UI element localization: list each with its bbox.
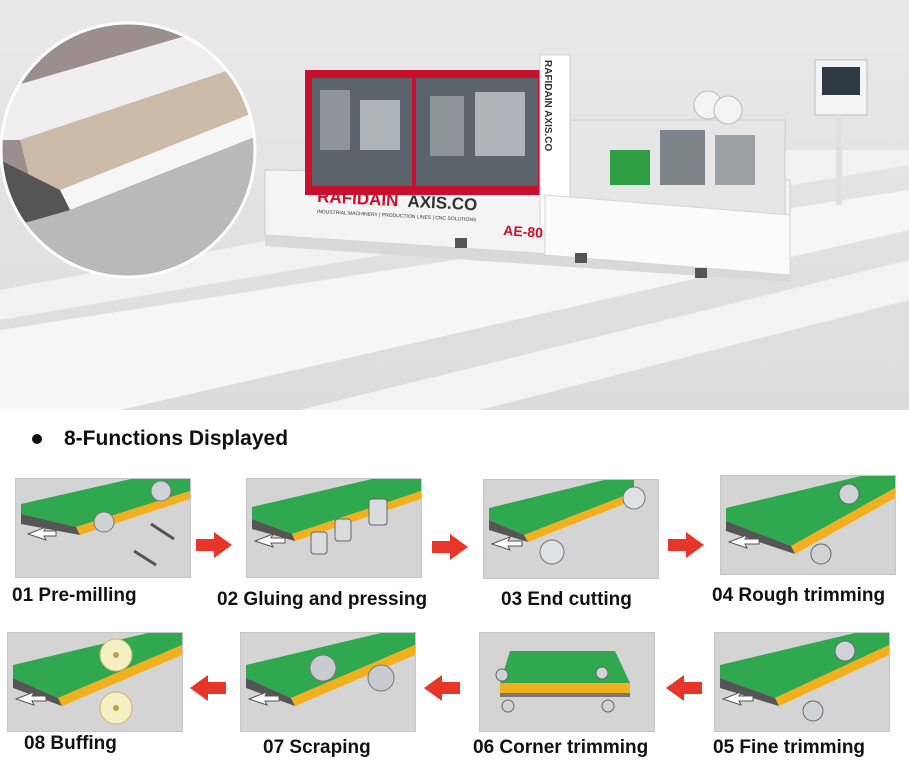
pre-milling-illustration xyxy=(21,479,190,567)
function-panel-pre-milling xyxy=(15,478,191,578)
function-panel-rough-trimming xyxy=(720,475,896,575)
function-panel-gluing-and-pressing xyxy=(246,478,422,578)
edge-banding-machine-illustration: RAFIDAIN AXIS.CO INDUSTRIAL MACHINERY | … xyxy=(0,0,909,410)
bullet-icon xyxy=(32,434,42,444)
function-panel-end-cutting xyxy=(483,479,659,579)
arrow-left-icon xyxy=(190,675,226,701)
function-caption-fine-trimming: 05 Fine trimming xyxy=(713,737,866,758)
section-heading: 8-Functions Displayed xyxy=(32,427,288,451)
arrow-left-icon xyxy=(666,675,702,701)
side-brand-label: RAFIDAIN AXIS.CO xyxy=(542,60,553,152)
section-title: 8-Functions Displayed xyxy=(64,427,289,450)
function-panel-fine-trimming xyxy=(714,632,890,732)
gluing-illustration xyxy=(252,479,421,555)
function-panel-buffing xyxy=(7,632,183,732)
end-cutting-illustration xyxy=(489,480,646,565)
arrow-right-icon xyxy=(668,532,704,558)
function-caption-buffing: 08 Buffing xyxy=(24,733,117,754)
arrow-right-icon xyxy=(196,532,232,558)
brand-part1: RAFIDAIN xyxy=(317,187,399,210)
model-label: AE-80 xyxy=(503,222,544,241)
arrow-left-icon xyxy=(424,675,460,701)
brand-part2: AXIS.CO xyxy=(407,192,478,215)
function-caption-rough-trimming: 04 Rough trimming xyxy=(712,585,886,606)
svg-text:RAFIDAIN AXIS.CO: RAFIDAIN AXIS.CO xyxy=(317,187,478,214)
function-panel-corner-trimming xyxy=(479,632,655,732)
function-caption-pre-milling: 01 Pre-milling xyxy=(12,585,137,606)
arrow-right-icon xyxy=(432,534,468,560)
buffing-illustration xyxy=(13,633,182,725)
scraping-illustration xyxy=(246,633,415,706)
rough-trimming-illustration xyxy=(726,476,895,565)
function-caption-scraping: 07 Scraping xyxy=(263,737,371,758)
hero-image: RAFIDAIN AXIS.CO INDUSTRIAL MACHINERY | … xyxy=(0,0,909,410)
function-caption-corner-trimming: 06 Corner trimming xyxy=(473,737,649,758)
corner-trimming-illustration xyxy=(495,651,630,713)
function-caption-gluing-and-pressing: 02 Gluing and pressing xyxy=(217,589,428,610)
function-panel-scraping xyxy=(240,632,416,732)
fine-trimming-illustration xyxy=(720,633,889,722)
function-caption-end-cutting: 03 End cutting xyxy=(501,589,632,610)
